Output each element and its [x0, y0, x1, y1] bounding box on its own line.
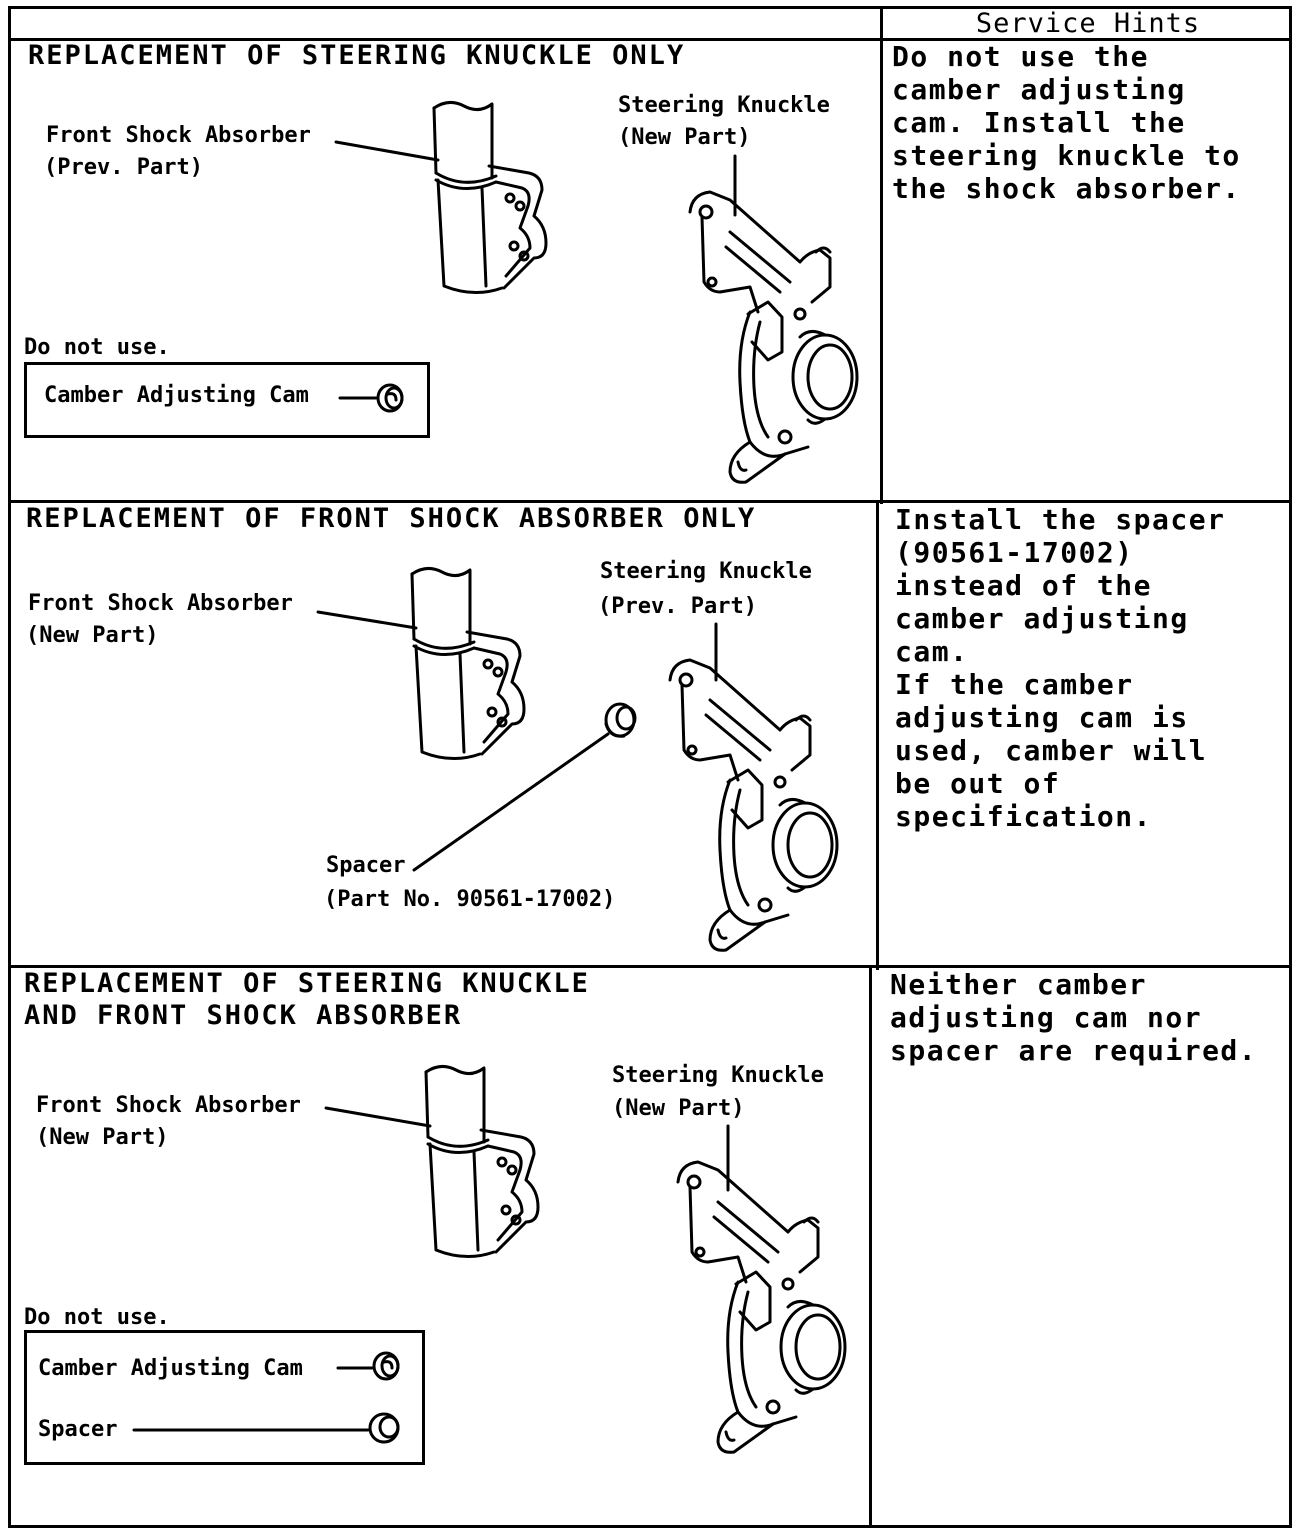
spacer-icon — [368, 1412, 400, 1444]
knuckle-label-sub: (New Part) — [612, 1096, 745, 1121]
camber-cam-icon — [376, 383, 404, 413]
box-item-label: Camber Adjusting Cam — [44, 383, 309, 408]
shock-absorber-drawing — [410, 566, 526, 761]
steering-knuckle-drawing — [676, 1160, 847, 1454]
row-divider — [8, 500, 1292, 503]
service-hint: Install the spacer (90561-17002) instead… — [895, 503, 1226, 833]
knuckle-label-sub: (Prev. Part) — [598, 594, 757, 619]
spacer-label: Spacer — [326, 853, 406, 878]
service-hint: Do not use the camber adjusting cam. Ins… — [892, 40, 1241, 205]
do-not-use-label: Do not use. — [24, 1305, 170, 1330]
shock-leader-line — [316, 610, 418, 630]
shock-leader-line — [324, 1106, 432, 1128]
do-not-use-box — [24, 362, 430, 438]
steering-knuckle-drawing — [668, 658, 839, 952]
shock-label: Front Shock Absorber — [46, 123, 311, 148]
column-divider — [869, 968, 872, 1528]
knuckle-label-sub: (New Part) — [618, 125, 751, 150]
shock-label-sub: (Prev. Part) — [44, 155, 203, 180]
shock-label-sub: (New Part) — [36, 1125, 169, 1150]
shock-label: Front Shock Absorber — [36, 1093, 301, 1118]
knuckle-label: Steering Knuckle — [618, 93, 830, 118]
knuckle-label: Steering Knuckle — [612, 1063, 824, 1088]
table-frame — [8, 6, 1292, 1528]
box-item-label: Camber Adjusting Cam — [38, 1356, 303, 1381]
row-divider — [8, 965, 1292, 968]
spacer-part-label: (Part No. 90561-17002) — [324, 887, 616, 912]
steering-knuckle-drawing — [688, 190, 859, 484]
service-hint: Neither camber adjusting cam nor spacer … — [890, 968, 1258, 1067]
shock-absorber-drawing — [432, 100, 548, 295]
camber-cam-icon — [372, 1351, 400, 1381]
section-title: REPLACEMENT OF STEERING KNUCKLE ONLY — [28, 40, 686, 71]
shock-label-sub: (New Part) — [26, 623, 159, 648]
shock-absorber-drawing — [424, 1064, 540, 1259]
section-title: REPLACEMENT OF FRONT SHOCK ABSORBER ONLY — [26, 503, 757, 534]
column-divider — [876, 502, 879, 970]
spacer-leader-line — [412, 732, 610, 872]
spacer-icon — [604, 702, 637, 738]
box-item-label: Spacer — [38, 1417, 118, 1442]
header-divider — [8, 38, 1292, 41]
service-hints-header: Service Hints — [975, 8, 1201, 39]
knuckle-label: Steering Knuckle — [600, 559, 812, 584]
do-not-use-label: Do not use. — [24, 335, 170, 360]
column-divider — [880, 6, 883, 504]
do-not-use-box — [24, 1330, 425, 1465]
shock-label: Front Shock Absorber — [28, 591, 293, 616]
shock-leader-line — [334, 140, 440, 162]
